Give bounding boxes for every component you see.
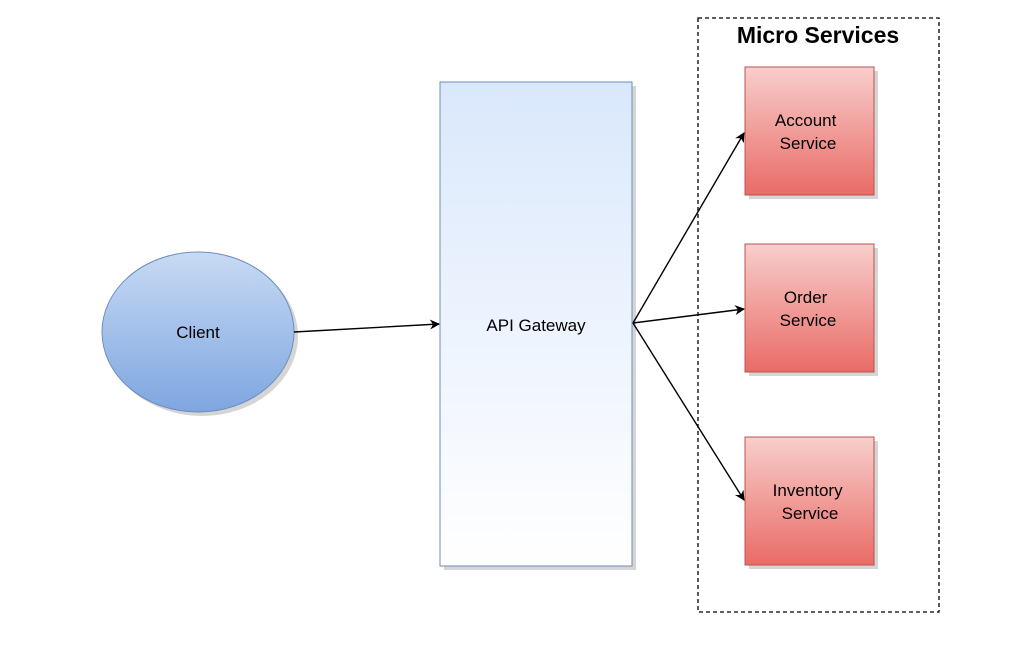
edge-gateway-to-inventory bbox=[632, 322, 745, 501]
account-service-node-label-line2: Service bbox=[780, 134, 837, 153]
inventory-service-node[interactable]: Inventory Service bbox=[744, 436, 878, 569]
order-service-node-label: Order Service bbox=[780, 288, 837, 330]
inventory-service-node-shape bbox=[744, 436, 875, 566]
micro-services-group: Micro Services bbox=[697, 17, 940, 613]
edge-gateway-to-account bbox=[632, 132, 745, 324]
edges bbox=[293, 132, 745, 501]
account-service-node-label-line1: Account bbox=[775, 111, 837, 130]
client-node[interactable]: Client bbox=[101, 251, 298, 416]
edge-gateway-to-order bbox=[632, 305, 745, 324]
order-service-node-label-line2: Service bbox=[780, 311, 837, 330]
order-service-node-shape bbox=[744, 243, 875, 373]
edge-client-to-gateway bbox=[293, 319, 440, 333]
client-node-label: Client bbox=[176, 323, 220, 342]
api-gateway-node-shape bbox=[439, 81, 633, 567]
order-service-node-label-line1: Order bbox=[784, 288, 828, 307]
account-service-node-shape bbox=[744, 66, 875, 196]
micro-services-group-title: Micro Services bbox=[737, 22, 899, 48]
api-gateway-node[interactable]: API Gateway bbox=[439, 81, 636, 570]
account-service-node-label: Account Service bbox=[775, 111, 841, 153]
inventory-service-node-label-line1: Inventory bbox=[773, 481, 843, 500]
inventory-service-node-label-line2: Service bbox=[782, 504, 839, 523]
api-gateway-node-label: API Gateway bbox=[486, 316, 586, 335]
order-service-node[interactable]: Order Service bbox=[744, 243, 878, 376]
inventory-service-node-label: Inventory Service bbox=[773, 481, 848, 523]
account-service-node[interactable]: Account Service bbox=[744, 66, 878, 199]
